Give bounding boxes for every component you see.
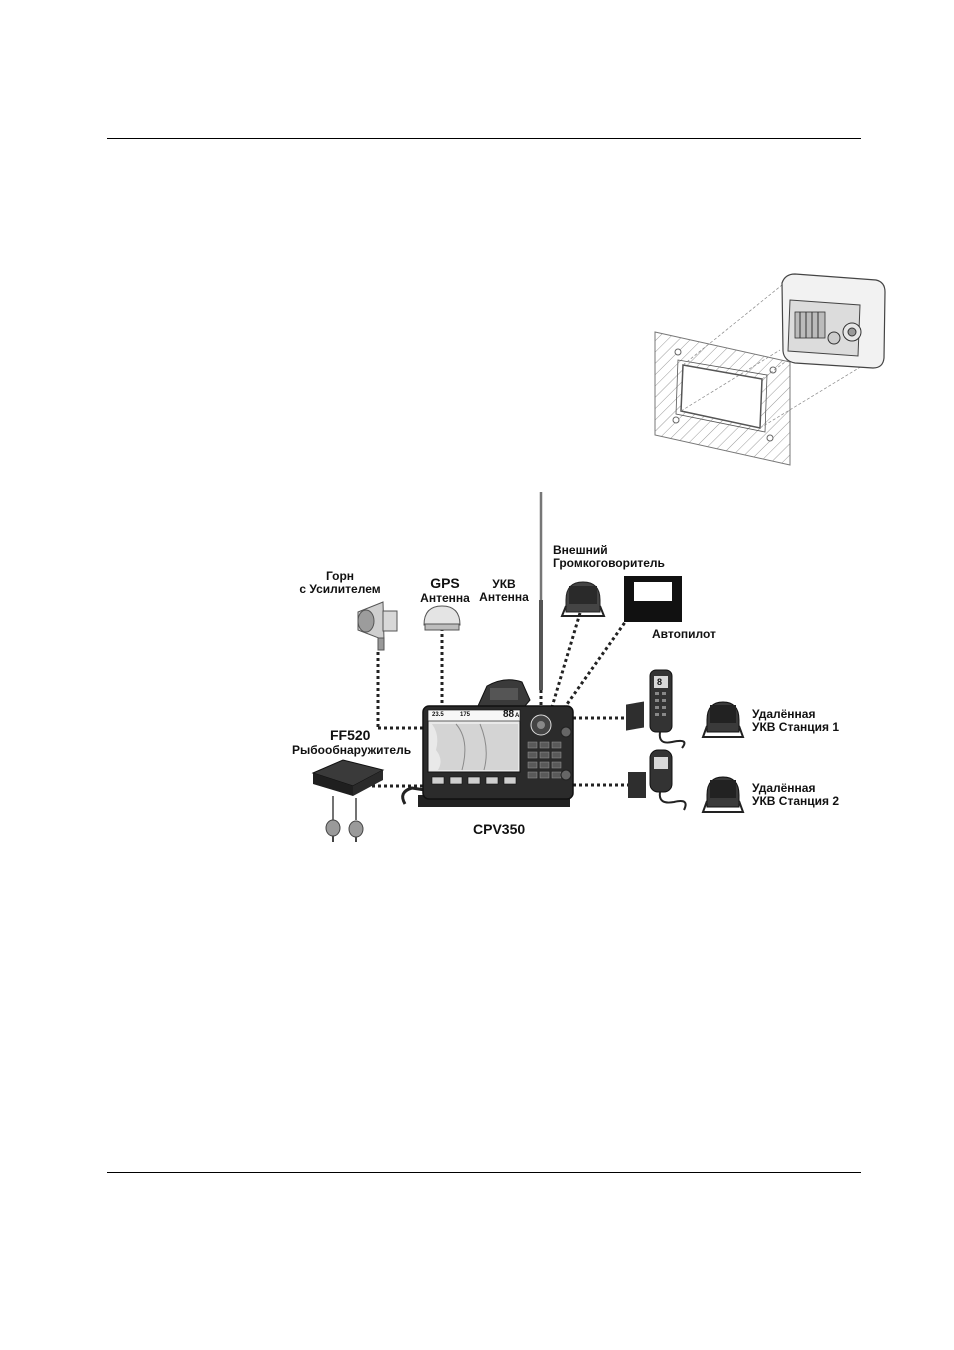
- screen-channel-readout: 88: [503, 710, 514, 720]
- label-vhf-antenna: УКВ Антенна: [476, 578, 532, 604]
- handset-display-readout: 8: [657, 677, 662, 687]
- label-external-speaker: Внешний Громкоговоритель: [553, 544, 665, 570]
- label-main-unit: CPV350: [473, 822, 525, 837]
- remote-station-2: [628, 750, 743, 812]
- label-horn: Горн с Усилителем: [292, 570, 388, 596]
- cpv350-main-unit: [403, 680, 573, 807]
- label-remote-station-2: Удалённая УКВ Станция 2: [752, 782, 839, 808]
- hailer-horn-icon: [358, 602, 397, 650]
- label-autopilot: Автопилот: [652, 628, 716, 641]
- screen-speed-readout: 23.5: [432, 711, 444, 719]
- autopilot-unit-icon: [624, 576, 682, 622]
- ff520-fishfinder-icon: [313, 760, 383, 842]
- label-ff520: FF520: [330, 728, 370, 743]
- remote-station-1: [626, 670, 743, 748]
- screen-heading-readout: 175: [460, 711, 470, 719]
- label-fishfinder: Рыбообнаружитель: [292, 744, 411, 757]
- gps-antenna-icon: [424, 606, 460, 630]
- label-gps: GPS Антенна: [415, 576, 475, 606]
- label-remote-station-1: Удалённая УКВ Станция 1: [752, 708, 839, 734]
- external-speaker-icon: [562, 582, 604, 616]
- screen-channel-suffix: A: [515, 713, 519, 719]
